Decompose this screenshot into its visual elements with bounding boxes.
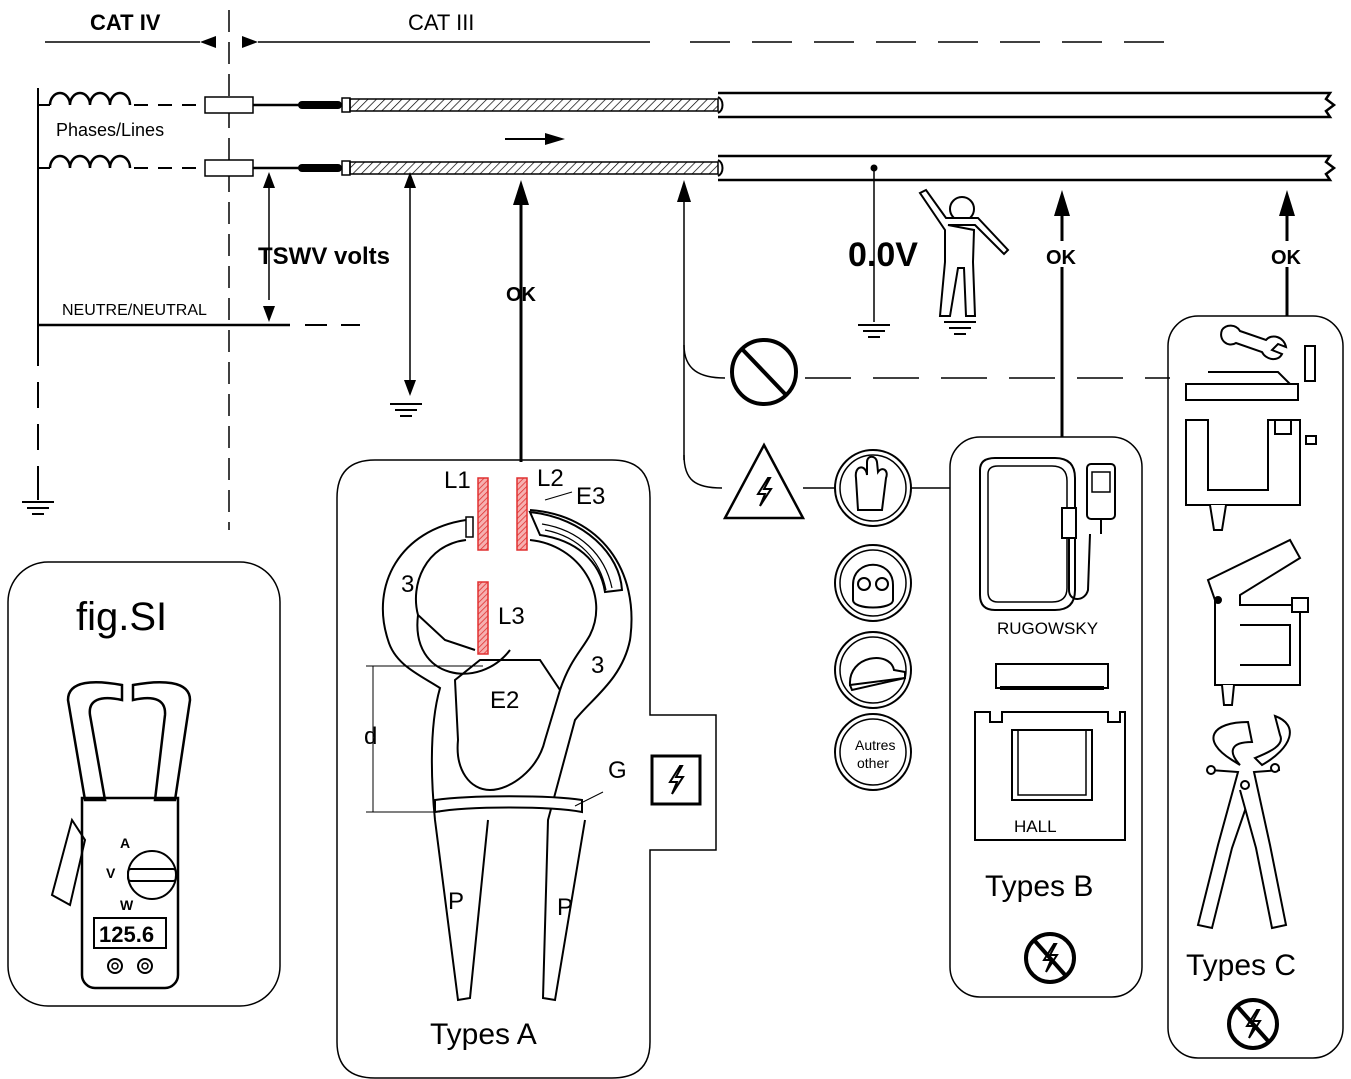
meter-v-label: V bbox=[106, 865, 116, 881]
e3-label: E3 bbox=[576, 483, 605, 510]
l3-label: L3 bbox=[498, 603, 525, 630]
ok-label-b: OK bbox=[1046, 247, 1077, 269]
phases-lines-label: Phases/Lines bbox=[56, 120, 164, 140]
zero-volt-label: 0.0V bbox=[848, 236, 918, 274]
clamp-guard bbox=[435, 796, 582, 812]
jaw-3-right-label: 3 bbox=[591, 652, 604, 679]
rugowsky-label: RUGOWSKY bbox=[997, 619, 1098, 638]
neutral-label: NEUTRE/NEUTRAL bbox=[62, 302, 207, 319]
fig-si-title: fig.SI bbox=[76, 595, 167, 639]
tswv-label: TSWV volts bbox=[258, 243, 390, 270]
types-c-panel: Types C bbox=[1168, 316, 1343, 1058]
jaw-3-left-label: 3 bbox=[401, 571, 414, 598]
clamp-meter-icon: A V W 125.6 bbox=[52, 682, 190, 988]
p-left-label: P bbox=[448, 888, 464, 915]
fig-si-panel: fig.SI A V W 125.6 bbox=[8, 562, 280, 1006]
helmet-icon bbox=[835, 632, 911, 708]
current-direction-arrow bbox=[545, 133, 565, 145]
types-a-panel: L1 L2 E3 L3 3 3 E2 d G P P Types A bbox=[337, 460, 716, 1078]
ground-icon bbox=[390, 404, 422, 416]
l1-label: L1 bbox=[444, 467, 471, 494]
insulation-bar-l2 bbox=[517, 478, 527, 550]
g-label: G bbox=[608, 757, 627, 784]
insulation-bar-l3 bbox=[478, 582, 488, 654]
current-transformer-icon bbox=[1186, 372, 1316, 530]
meter-a-label: A bbox=[120, 835, 130, 851]
no-live-work-icon bbox=[1229, 1000, 1277, 1048]
person-icon bbox=[920, 190, 1008, 316]
insulation-bar-l1 bbox=[478, 478, 488, 550]
power-source: Phases/Lines NEUTRE/NEUTRAL bbox=[22, 88, 360, 514]
types-c-title: Types C bbox=[1186, 949, 1296, 982]
coil-phase-2 bbox=[50, 156, 130, 168]
rogowski-coil-icon bbox=[980, 458, 1115, 610]
tswv-indicator: TSWV volts bbox=[258, 172, 422, 416]
live-work-symbol-icon bbox=[652, 756, 700, 804]
ok-arrow-types-c: OK bbox=[1270, 190, 1304, 316]
ground-icon bbox=[22, 502, 54, 514]
prohibited-icon bbox=[732, 340, 796, 404]
clamp-drawing bbox=[383, 510, 632, 1000]
zero-volt-section: 0.0V bbox=[848, 165, 1008, 338]
types-a-title: Types A bbox=[430, 1018, 537, 1051]
gloves-icon bbox=[835, 450, 911, 526]
types-b-panel: RUGOWSKY HALL Types B bbox=[950, 437, 1142, 997]
d-label: d bbox=[364, 723, 377, 750]
meter-w-label: W bbox=[120, 897, 134, 913]
scissor-clamp-icon bbox=[1198, 716, 1290, 928]
ok-label-c: OK bbox=[1271, 247, 1302, 269]
ground-icon bbox=[944, 322, 976, 334]
ok-arrow-types-a: OK bbox=[506, 180, 537, 462]
p-right-label: P bbox=[557, 894, 573, 921]
other-ppe-icon: Autres other bbox=[835, 714, 911, 790]
other-label: other bbox=[857, 755, 889, 771]
clamp-probe-icon bbox=[1208, 540, 1308, 705]
fuse-2 bbox=[205, 160, 253, 176]
l2-label: L2 bbox=[537, 465, 564, 492]
meter-reading: 125.6 bbox=[99, 922, 154, 947]
fuse-1 bbox=[205, 97, 253, 113]
high-voltage-warning-icon bbox=[725, 445, 803, 518]
ppe-icons: Autres other bbox=[835, 450, 911, 790]
face-shield-icon bbox=[835, 545, 911, 621]
ok-arrow-types-b: OK bbox=[1045, 190, 1079, 437]
coil-phase-1 bbox=[50, 93, 130, 105]
conductors bbox=[205, 93, 1334, 180]
cat-iii-label: CAT III bbox=[408, 10, 474, 35]
cat-iv-label: CAT IV bbox=[90, 10, 161, 35]
types-b-title: Types B bbox=[985, 870, 1093, 903]
hall-label: HALL bbox=[1014, 817, 1057, 836]
no-live-work-icon bbox=[1026, 934, 1074, 982]
ground-icon bbox=[858, 325, 890, 337]
e2-label: E2 bbox=[490, 687, 519, 714]
category-bar: CAT IV CAT III bbox=[45, 10, 1170, 530]
ok-label-a: OK bbox=[506, 284, 537, 306]
autres-label: Autres bbox=[855, 737, 895, 753]
hall-sensor-icon bbox=[975, 664, 1125, 840]
